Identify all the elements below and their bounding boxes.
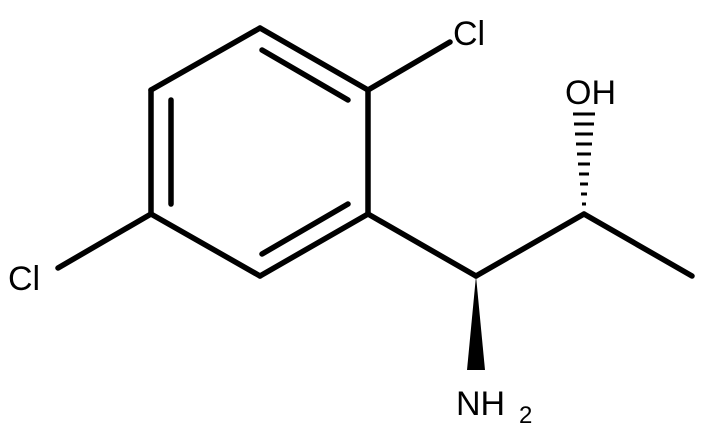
ring-double-bond-inner-1 <box>259 47 351 103</box>
ring-bond-1 <box>257 25 371 93</box>
atom-label-nh2: NH 2 <box>456 385 532 429</box>
atom-label-nh2-subscript: 2 <box>519 402 532 429</box>
atom-label-oh: OH <box>565 74 616 112</box>
bond-c2-to-methyl <box>581 211 695 279</box>
benzene-ring <box>148 25 371 279</box>
ring-double-bond-inner-2 <box>259 201 351 257</box>
bond-to-cl-top <box>365 39 453 93</box>
bond-c1-to-c2 <box>473 211 587 279</box>
ring-bond-4 <box>148 211 263 279</box>
ring-bond-3 <box>257 211 371 279</box>
hashed-bond-oh <box>573 112 595 206</box>
atom-label-cl-top: Cl <box>453 15 485 53</box>
atom-label-nh2-main: NH <box>456 385 505 423</box>
bond-ring-to-c1 <box>365 211 479 279</box>
bond-to-cl-left <box>55 211 154 271</box>
ring-bond-6 <box>148 25 263 93</box>
wedge-bond-nh2 <box>467 276 485 370</box>
atom-label-cl-left: Cl <box>8 260 40 298</box>
